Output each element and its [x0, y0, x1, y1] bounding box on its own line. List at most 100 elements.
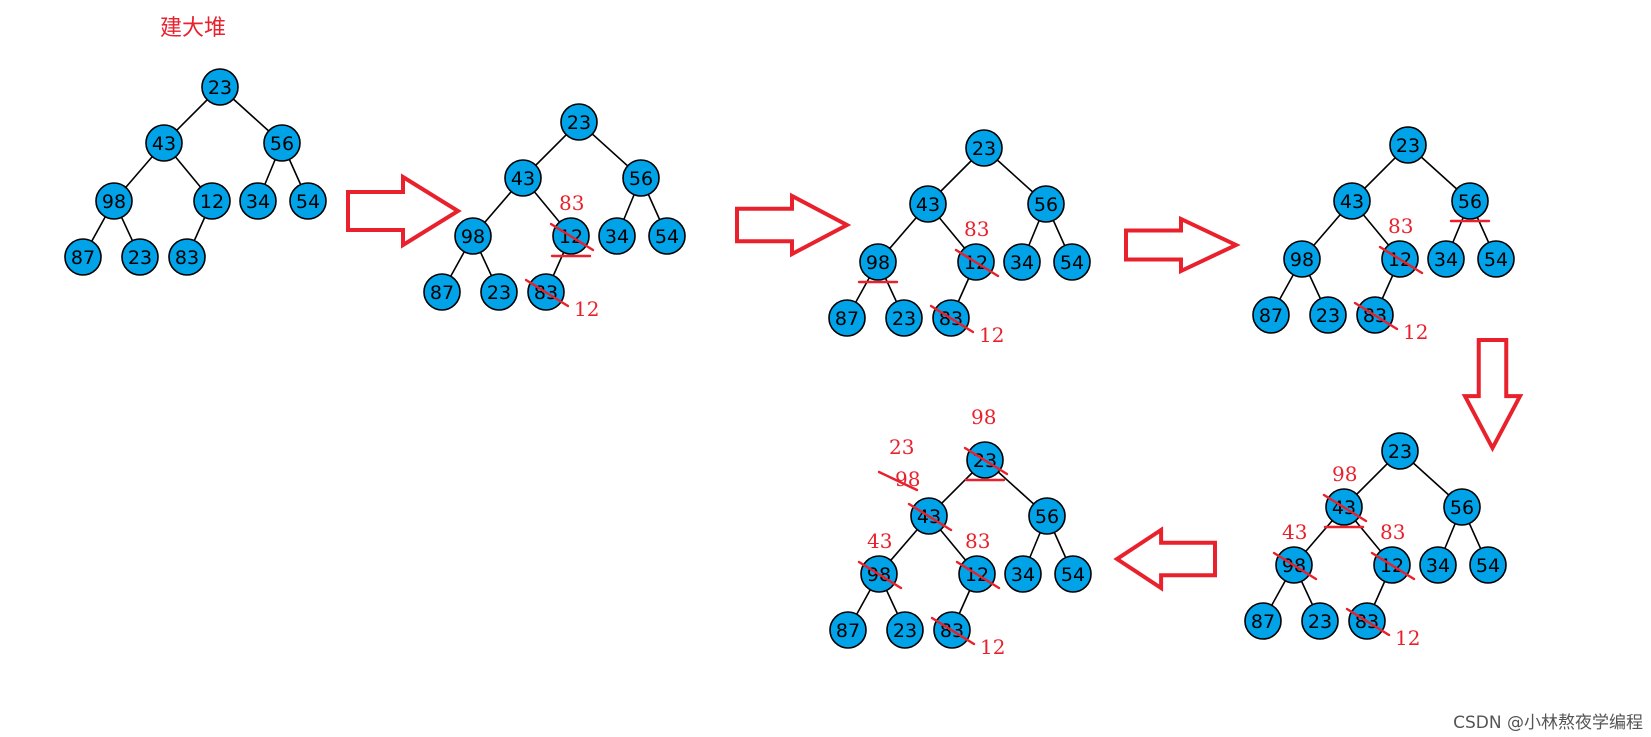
heap-node-circle — [560, 103, 598, 141]
heap-node: 98 — [1283, 240, 1321, 278]
heap-node-value: 54 — [655, 226, 679, 248]
heap-node-circle — [859, 243, 897, 281]
heap-node-circle — [1301, 602, 1339, 640]
swap-annotation: 12 — [574, 297, 599, 321]
heap-node: 23 — [965, 129, 1003, 167]
heap-node-value: 54 — [1476, 555, 1500, 577]
heap-tree-6: 23435698123454872383982398438312 — [829, 405, 1092, 659]
heap-node: 87 — [1252, 296, 1290, 334]
heap-node: 98 — [859, 243, 897, 281]
swap-annotation: 12 — [980, 635, 1005, 659]
strike-mark — [857, 560, 903, 590]
heap-node-value: 34 — [246, 191, 270, 213]
heap-node-value: 43 — [916, 194, 940, 216]
heap-node-value: 43 — [511, 168, 535, 190]
heap-node-value: 43 — [1340, 191, 1364, 213]
arrow-right-2 — [735, 192, 852, 258]
heap-node-value: 23 — [487, 282, 511, 304]
heap-tree-2: 234356981234548723838312 — [423, 103, 686, 321]
heap-node: 98 — [95, 182, 133, 220]
heap-tree-5: 2343569812345487238398438312 — [1244, 432, 1507, 650]
heap-node-circle — [622, 159, 660, 197]
heap-node-value: 23 — [1388, 441, 1412, 463]
heap-node-value: 34 — [1434, 249, 1458, 271]
strike-mark — [907, 502, 953, 532]
heap-node-circle — [909, 185, 947, 223]
heap-node-circle — [480, 273, 518, 311]
heap-node-value: 98 — [866, 252, 890, 274]
heap-node: 34 — [1427, 240, 1465, 278]
swap-annotation: 83 — [965, 529, 990, 553]
strike-mark — [524, 278, 570, 308]
swap-annotation: 83 — [1388, 214, 1413, 238]
heap-node-circle — [1477, 240, 1515, 278]
heap-node-circle — [64, 238, 102, 276]
heap-node: 23 — [201, 68, 239, 106]
strike-mark — [549, 222, 595, 252]
heap-node-value: 98 — [102, 191, 126, 213]
heap-node-value: 34 — [1426, 555, 1450, 577]
strike-mark — [930, 616, 976, 646]
heap-node: 43 — [145, 124, 183, 162]
heap-node-value: 87 — [71, 247, 95, 269]
heap-node: 56 — [622, 159, 660, 197]
heap-node-circle — [423, 273, 461, 311]
heap-node-value: 98 — [461, 226, 485, 248]
heap-node-value: 23 — [128, 247, 152, 269]
heap-node-value: 23 — [893, 620, 917, 642]
heap-node-value: 56 — [1034, 194, 1058, 216]
heap-node-value: 54 — [1060, 252, 1084, 274]
heap-node-value: 34 — [1010, 252, 1034, 274]
heap-node-circle — [1443, 488, 1481, 526]
swap-annotation: 43 — [1282, 520, 1307, 544]
heap-node-value: 54 — [1061, 564, 1085, 586]
swap-annotation: 12 — [1395, 626, 1420, 650]
heap-node: 43 — [909, 185, 947, 223]
heap-node-circle — [1028, 497, 1066, 535]
heap-node-circle — [1003, 243, 1041, 281]
heap-node-circle — [1381, 432, 1419, 470]
heap-node-value: 54 — [296, 191, 320, 213]
heap-node-circle — [1309, 296, 1347, 334]
heap-node-circle — [121, 238, 159, 276]
heap-node-value: 23 — [972, 138, 996, 160]
strike-mark — [1370, 551, 1416, 581]
heap-node-value: 56 — [270, 133, 294, 155]
heap-node-value: 12 — [200, 191, 224, 213]
heap-node-circle — [145, 124, 183, 162]
heap-node: 23 — [1389, 126, 1427, 164]
heap-node-circle — [168, 238, 206, 276]
heap-node: 87 — [829, 611, 867, 649]
heap-node-circle — [263, 124, 301, 162]
heap-node-circle — [1244, 602, 1282, 640]
heap-node-value: 43 — [152, 133, 176, 155]
heap-node-circle — [1054, 555, 1092, 593]
arrow-down-4 — [1461, 338, 1524, 453]
heap-node-value: 23 — [567, 112, 591, 134]
heap-node: 23 — [121, 238, 159, 276]
heap-node: 34 — [1004, 555, 1042, 593]
strike-mark — [1353, 301, 1399, 331]
strike-mark — [1345, 607, 1391, 637]
heap-node-circle — [504, 159, 542, 197]
swap-annotation: 98 — [1332, 462, 1357, 486]
arrow-left-5 — [1113, 526, 1217, 592]
heap-node-value: 56 — [629, 168, 653, 190]
heap-node: 54 — [1477, 240, 1515, 278]
heap-node: 87 — [64, 238, 102, 276]
heap-node-value: 87 — [1259, 305, 1283, 327]
heap-node: 56 — [263, 124, 301, 162]
heap-node-circle — [598, 217, 636, 255]
heap-node: 34 — [239, 182, 277, 220]
heap-node-circle — [648, 217, 686, 255]
heap-node: 23 — [885, 299, 923, 337]
heap-node-value: 23 — [1396, 135, 1420, 157]
heap-node-circle — [201, 68, 239, 106]
strike-mark — [954, 248, 1000, 278]
heap-node-circle — [1469, 546, 1507, 584]
heap-node-circle — [1333, 182, 1371, 220]
heap-node-value: 23 — [1308, 611, 1332, 633]
heap-node: 56 — [1443, 488, 1481, 526]
heap-node: 43 — [1333, 182, 1371, 220]
